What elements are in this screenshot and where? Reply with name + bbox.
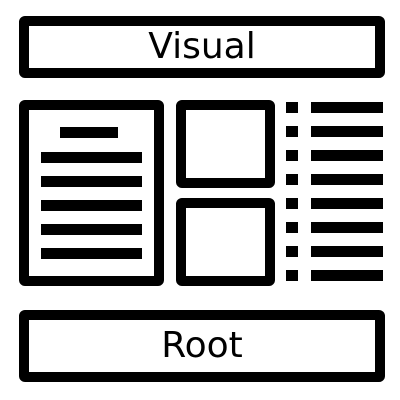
list-bullet	[286, 270, 298, 281]
root-box: Root	[19, 310, 385, 382]
list-bullet	[286, 102, 298, 113]
document-text-line	[41, 248, 142, 259]
document-text-line	[41, 224, 142, 235]
list-line	[311, 102, 383, 113]
list-line	[311, 174, 383, 185]
document-text-line	[41, 200, 142, 211]
list-line	[311, 150, 383, 161]
list-column	[286, 100, 386, 286]
grid-cell-top	[176, 100, 275, 188]
list-bullet	[286, 222, 298, 233]
list-bullet	[286, 126, 298, 137]
document-text-line	[41, 176, 142, 187]
list-bullet	[286, 246, 298, 257]
visual-label: Visual	[148, 26, 256, 67]
list-bullet	[286, 198, 298, 209]
document-panel	[19, 100, 164, 286]
grid-cell-bottom	[176, 198, 275, 286]
document-heading-line	[60, 127, 118, 138]
list-line	[311, 198, 383, 209]
document-text-line	[41, 152, 142, 163]
list-line	[311, 126, 383, 137]
visual-box: Visual	[19, 16, 385, 78]
list-bullet	[286, 174, 298, 185]
list-line	[311, 222, 383, 233]
root-label: Root	[161, 325, 243, 366]
list-bullet	[286, 150, 298, 161]
list-line	[311, 246, 383, 257]
list-line	[311, 270, 383, 281]
